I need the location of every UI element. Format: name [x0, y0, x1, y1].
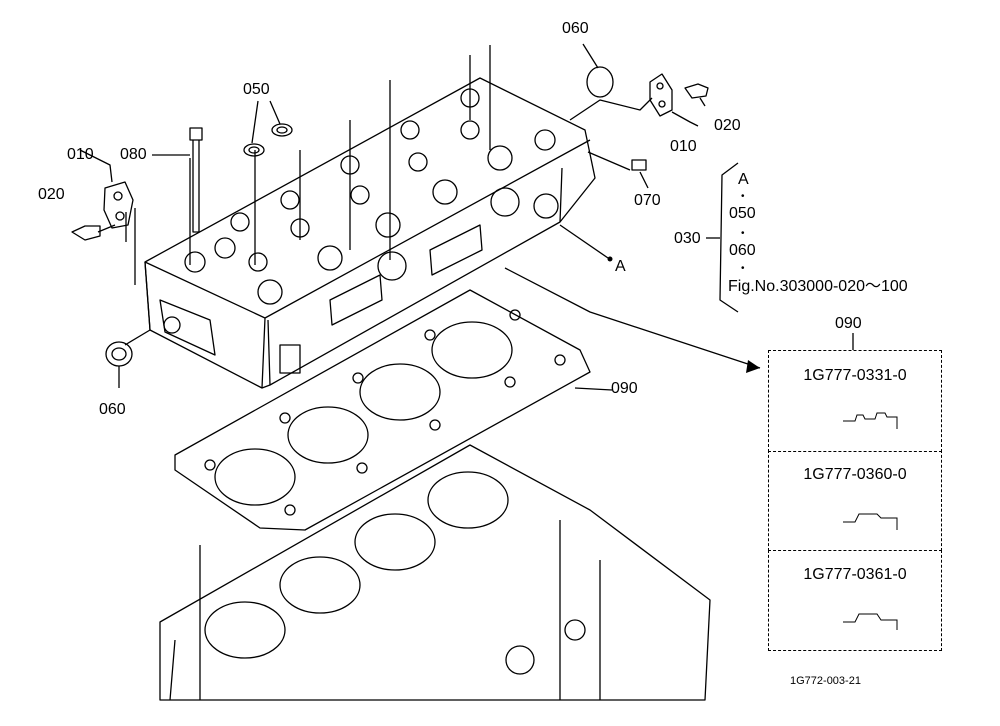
- part-number: 1G777-0331-0: [803, 367, 907, 384]
- gasket-profile-icon: [843, 412, 898, 429]
- bracket-line-fig: Fig.No.303000-020～100: [728, 278, 908, 295]
- cylinder-block: [159, 444, 711, 701]
- part-number: 1G777-0360-0: [803, 466, 907, 483]
- bracket-line-050: 050: [729, 205, 756, 222]
- bracket-dot-3: •: [741, 263, 745, 274]
- head-bolt: [189, 127, 203, 233]
- callout-050: 050: [243, 81, 270, 98]
- callout-010-left: 010: [67, 146, 94, 163]
- bracket-line-a: A: [738, 171, 749, 188]
- gasket-profile-icon: [843, 613, 898, 630]
- gasket-profile-icon: [843, 513, 898, 530]
- callout-020-left: 020: [38, 186, 65, 203]
- callout-020-right: 020: [714, 117, 741, 134]
- callout-070: 070: [634, 192, 661, 209]
- callout-030: 030: [674, 230, 701, 247]
- callout-080: 080: [120, 146, 147, 163]
- parts-box-item: 1G777-0361-0: [768, 550, 942, 651]
- figure-code: 1G772-003-21: [790, 675, 861, 687]
- part-number: 1G777-0361-0: [803, 566, 907, 583]
- callout-060-top: 060: [562, 20, 589, 37]
- callout-010-right: 010: [670, 138, 697, 155]
- ref-a-label: A: [615, 258, 626, 275]
- parts-box-item: 1G777-0360-0: [768, 450, 942, 551]
- bracket-dot-1: •: [741, 191, 745, 202]
- bracket-line-060: 060: [729, 242, 756, 259]
- callout-090: 090: [611, 380, 638, 397]
- parts-box-item: 1G777-0331-0: [768, 350, 942, 452]
- bracket: [719, 162, 739, 313]
- head-gasket: [174, 289, 591, 531]
- arrow-to-parts-box: [504, 267, 761, 369]
- callout-060-bottom: 060: [99, 401, 126, 418]
- bracket-dot-2: •: [741, 228, 745, 239]
- parts-box-title: 090: [835, 315, 862, 332]
